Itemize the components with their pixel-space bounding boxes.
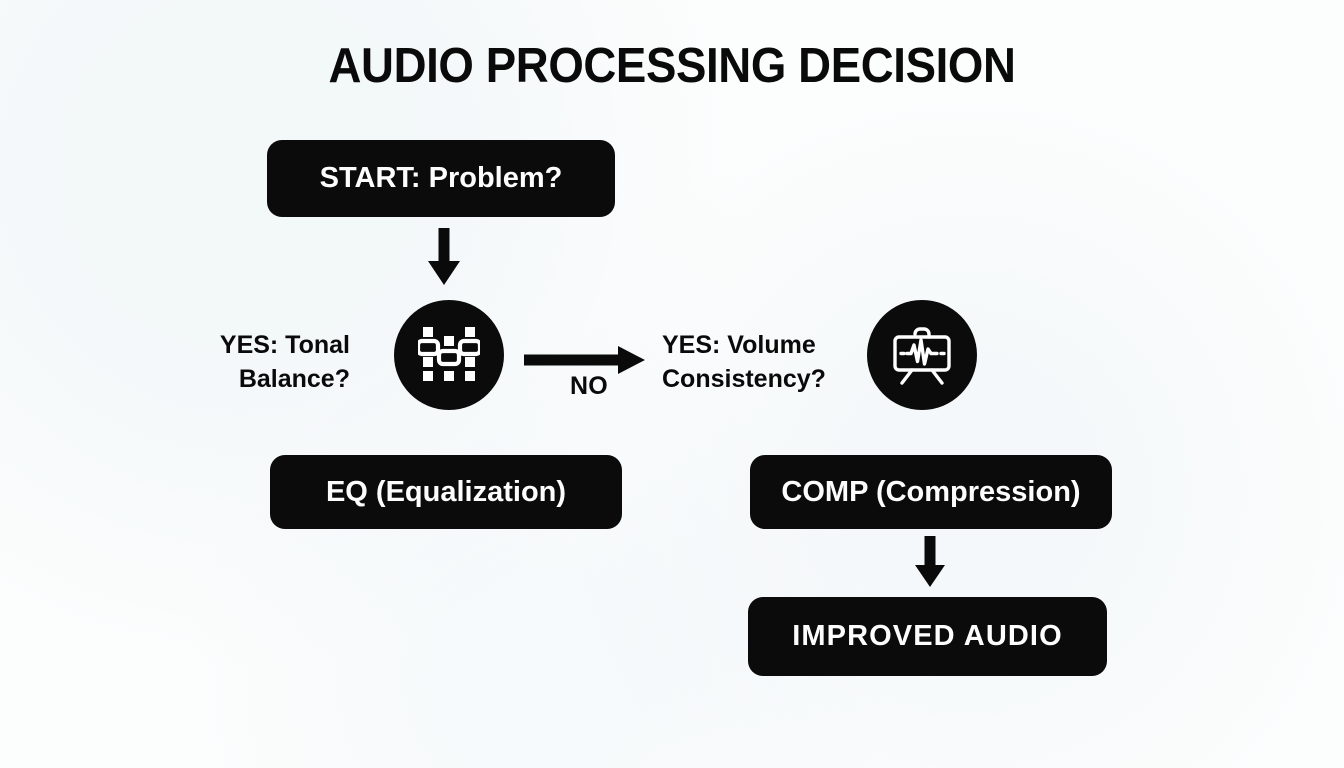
node-start-label: START: Problem? bbox=[319, 162, 563, 194]
decision-label-tonal-balance: YES: Tonal Balance? bbox=[90, 329, 350, 396]
equalizer-sliders-icon bbox=[394, 300, 504, 410]
decision-label-tonal-line2: Balance? bbox=[238, 364, 350, 393]
edge-label-no: NO bbox=[570, 372, 608, 400]
node-improved-audio-label: IMPROVED AUDIO bbox=[792, 620, 1063, 652]
arrow-start-to-decision bbox=[428, 228, 460, 286]
arrow-comp-to-output bbox=[915, 536, 945, 588]
node-eq[interactable]: EQ (Equalization) bbox=[270, 455, 622, 529]
decision-label-volume-line2: Consistency? bbox=[662, 364, 826, 393]
node-comp[interactable]: COMP (Compression) bbox=[750, 455, 1112, 529]
node-start[interactable]: START: Problem? bbox=[267, 140, 615, 217]
decision-label-volume-consistency: YES: Volume Consistency? bbox=[662, 329, 922, 396]
arrow-no-to-volume bbox=[524, 345, 646, 375]
node-comp-label: COMP (Compression) bbox=[781, 475, 1081, 508]
waveform-monitor-icon bbox=[867, 300, 977, 410]
node-eq-label: EQ (Equalization) bbox=[325, 475, 567, 508]
page-title: AUDIO PROCESSING DECISION bbox=[328, 39, 1016, 93]
decision-label-volume-line1: YES: Volume bbox=[662, 331, 816, 359]
node-improved-audio[interactable]: IMPROVED AUDIO bbox=[748, 597, 1107, 676]
decision-label-tonal-line1: YES: Tonal bbox=[219, 331, 350, 359]
